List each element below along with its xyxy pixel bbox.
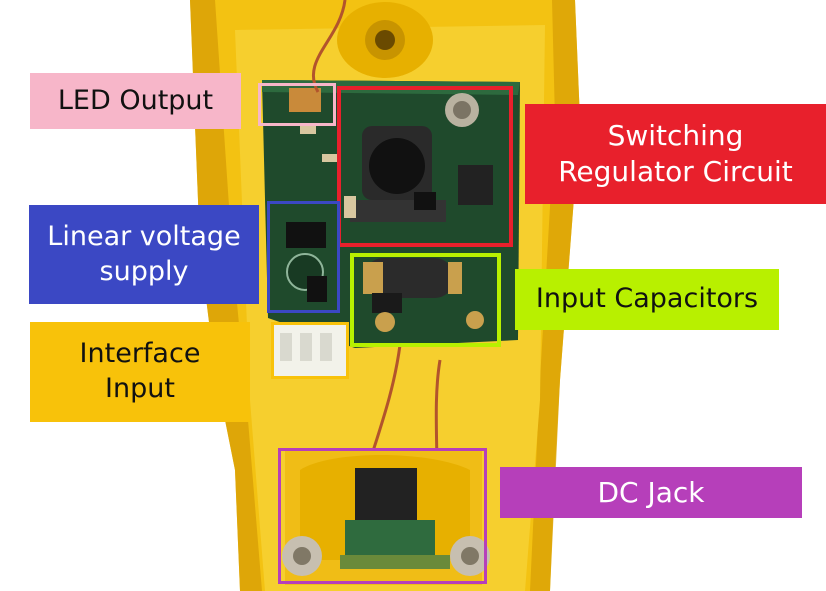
led-output-text: LED Output (57, 84, 214, 116)
switching-regulator-highlight (337, 86, 513, 247)
input-capacitors-text: Input Capacitors (535, 283, 759, 315)
interface-input-label: Interface Input (30, 322, 250, 422)
linear-supply-label: Linear voltage supply (29, 205, 259, 304)
interface-input-highlight (271, 322, 349, 379)
copper-wire-top (311, 0, 347, 93)
interface-line2: Input (105, 373, 175, 404)
input-capacitors-highlight (350, 253, 501, 347)
input-capacitors-label: Input Capacitors (515, 269, 779, 330)
dc-jack-label: DC Jack (500, 467, 802, 518)
switching-line1: Switching (607, 119, 744, 153)
switching-line2: Regulator Circuit (558, 155, 793, 188)
electrolytic-capacitor (365, 258, 453, 298)
linear-supply-highlight (267, 201, 340, 313)
linear-line1: Linear voltage (47, 220, 241, 252)
linear-line2: supply (99, 255, 189, 287)
led-output-label: LED Output (30, 73, 241, 129)
dc-jack-text: DC Jack (597, 475, 705, 509)
switching-regulator-label: Switching Regulator Circuit (525, 104, 826, 204)
dc-jack-highlight (278, 448, 487, 584)
led-output-highlight (258, 83, 336, 126)
interface-line1: Interface (79, 338, 201, 370)
